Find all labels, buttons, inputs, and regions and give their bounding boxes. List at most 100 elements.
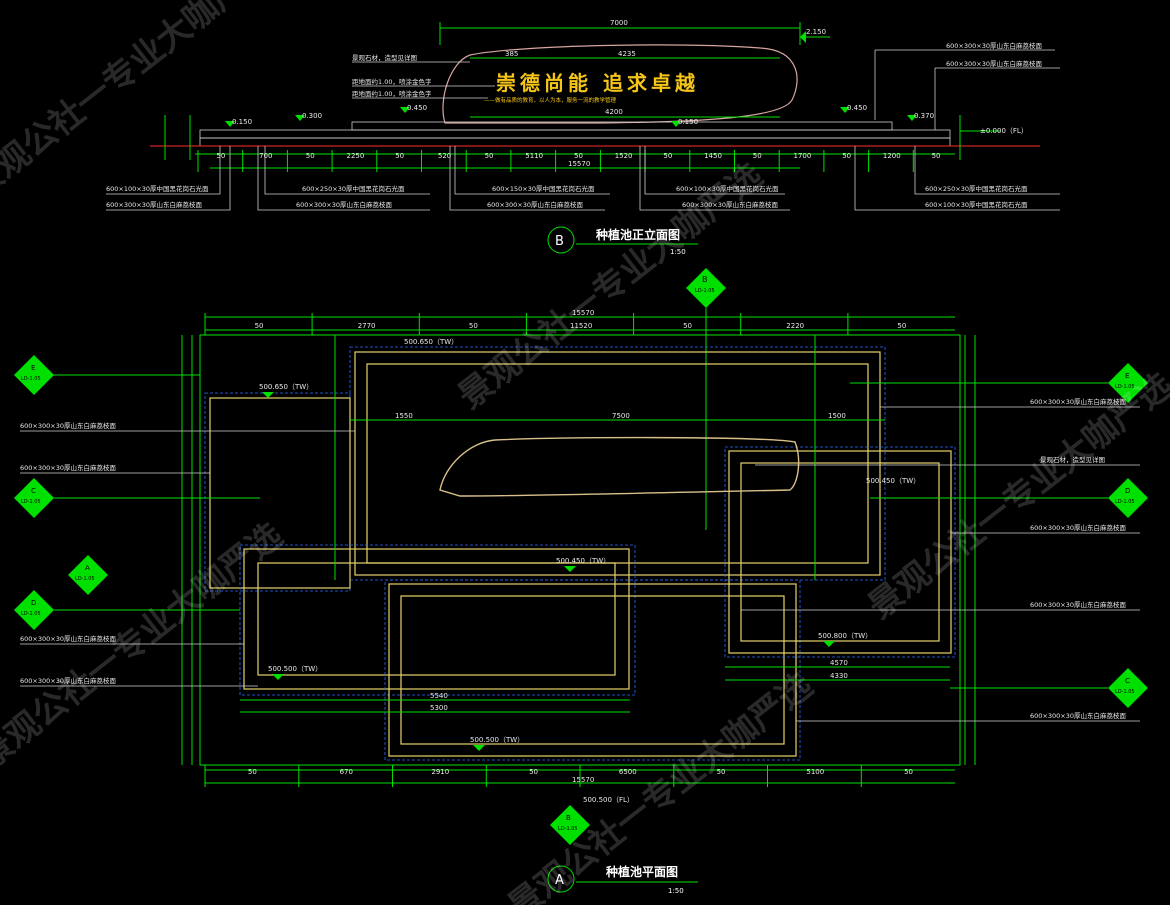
dim-label: 2250: [347, 152, 365, 160]
dim-label: 2770: [358, 322, 376, 330]
svg-text:600×300×30厚山东白麻荔枝面: 600×300×30厚山东白麻荔枝面: [106, 200, 202, 209]
svg-text:500.650（TW）: 500.650（TW）: [404, 338, 458, 346]
svg-text:600×250×30厚中国黑花岗石光面: 600×250×30厚中国黑花岗石光面: [302, 184, 405, 193]
elev-dim-1: 385: [505, 50, 518, 58]
svg-text:500.800（TW）: 500.800（TW）: [818, 632, 872, 640]
dim-label: 50: [683, 322, 692, 330]
svg-text:C: C: [1125, 677, 1130, 685]
plan-title: 种植池平面图: [605, 864, 678, 879]
dim-label: 50: [932, 152, 941, 160]
elevation-scale: 1:50: [670, 248, 686, 256]
svg-text:600×100×30厚中国黑花岗石光面: 600×100×30厚中国黑花岗石光面: [925, 200, 1028, 209]
left-pool: [209, 397, 351, 589]
svg-text:600×300×30厚山东白麻荔枝面: 600×300×30厚山东白麻荔枝面: [20, 634, 116, 643]
elevation-slogan-sub: ——做有品质的教育，以人为本，服务一流的教学管理: [484, 96, 617, 104]
svg-text:600×300×30厚山东白麻荔枝面: 600×300×30厚山东白麻荔枝面: [20, 421, 116, 430]
section-marker-d-left[interactable]: D LD-1.05: [14, 590, 240, 630]
elev-top-level: 2.150: [806, 28, 826, 36]
svg-text:LD-1.05: LD-1.05: [558, 826, 578, 832]
dim-label: 50: [306, 152, 315, 160]
section-marker-a-left[interactable]: A LD-1.05: [68, 555, 108, 595]
svg-text:1500: 1500: [828, 412, 846, 420]
plan-scale: 1:50: [668, 887, 684, 895]
svg-text:500.450（TW）: 500.450（TW）: [866, 477, 920, 485]
elevation-marker-circle: [547, 226, 575, 254]
bottom-pool: [388, 583, 797, 757]
section-marker-b-bottom[interactable]: B LD-1.05: [550, 805, 590, 845]
svg-text:600×300×30厚山东白麻荔枝面: 600×300×30厚山东白麻荔枝面: [1030, 523, 1126, 532]
svg-text:500.450（TW）: 500.450（TW）: [556, 557, 610, 565]
plan-top-total: 15570: [572, 309, 594, 317]
dim-label: 50: [717, 768, 726, 776]
elev-dim-2: 4235: [618, 50, 636, 58]
svg-text:D: D: [31, 599, 36, 607]
dim-label: 1450: [704, 152, 722, 160]
dim-label: 5110: [525, 152, 543, 160]
svg-text:LD-1.05: LD-1.05: [21, 376, 41, 382]
section-marker-d-right[interactable]: D LD-1.05: [870, 478, 1148, 518]
svg-text:4570: 4570: [830, 659, 848, 667]
elev-left-note-2: 距地面约1.00，喷涂金色字: [352, 77, 432, 86]
section-marker-e-right[interactable]: E LD-1.05: [850, 363, 1148, 403]
svg-text:600×150×30厚中国黑花岗石光面: 600×150×30厚中国黑花岗石光面: [492, 184, 595, 193]
dim-label: 50: [485, 152, 494, 160]
dim-label: 520: [438, 152, 451, 160]
svg-text:600×300×30厚山东白麻荔枝面: 600×300×30厚山东白麻荔枝面: [682, 200, 778, 209]
svg-text:B: B: [566, 814, 571, 822]
svg-text:500.500（TW）: 500.500（TW）: [268, 665, 322, 673]
section-marker-b-top[interactable]: B LD-1.05: [686, 268, 726, 308]
elev-dim-3: 4200: [605, 108, 623, 116]
dim-label: 50: [663, 152, 672, 160]
elevation-slogan: 崇德尚能 追求卓越: [496, 71, 699, 95]
dim-label: 50: [574, 152, 583, 160]
right-pool: [728, 450, 952, 654]
dim-label: 2220: [786, 322, 804, 330]
svg-text:5540: 5540: [430, 692, 448, 700]
plan-right-notes: 600×300×30厚山东白麻荔枝面 景观石材，造型见详图 600×300×30…: [741, 397, 1140, 722]
elevation-total-dim: 15570: [568, 160, 590, 168]
dim-label: 50: [897, 322, 906, 330]
section-marker-c-right[interactable]: C LD-1.05: [950, 668, 1148, 708]
elevation-title: 种植池正立面图: [595, 227, 680, 242]
elev-right-note-2: 600×300×30厚山东白麻荔枝面: [946, 59, 1042, 68]
plan-level-labels: 500.650（TW） 500.650（TW） 500.450（TW） 500.…: [259, 338, 920, 804]
svg-text:600×300×30厚山东白麻荔枝面: 600×300×30厚山东白麻荔枝面: [20, 463, 116, 472]
dim-label: 2910: [431, 768, 449, 776]
svg-text:1550: 1550: [395, 412, 413, 420]
svg-text:600×100×30厚中国黑花岗石光面: 600×100×30厚中国黑花岗石光面: [106, 184, 209, 193]
dim-label: 50: [255, 322, 264, 330]
svg-text:7500: 7500: [612, 412, 630, 420]
elev-right-note-1: 600×300×30厚山东白麻荔枝面: [946, 41, 1042, 50]
svg-text:0.150: 0.150: [678, 118, 698, 126]
svg-text:LD-1.05: LD-1.05: [1115, 499, 1135, 505]
elev-left-note-1: 景观石材，造型见详图: [352, 53, 417, 62]
plan-marker: A: [555, 873, 564, 888]
dim-label: 1700: [794, 152, 812, 160]
svg-text:600×300×30厚山东白麻荔枝面: 600×300×30厚山东白麻荔枝面: [1030, 397, 1126, 406]
dim-label: 50: [216, 152, 225, 160]
svg-text:景观石材，造型见详图: 景观石材，造型见详图: [1040, 455, 1105, 464]
dim-label: 6500: [619, 768, 637, 776]
elevation-bottom-notes: 600×100×30厚中国黑花岗石光面 600×300×30厚山东白麻荔枝面 6…: [106, 146, 1060, 211]
dim-label: 1520: [615, 152, 633, 160]
plan-landscape-stone: [439, 436, 800, 497]
svg-text:500.650（TW）: 500.650（TW）: [259, 383, 313, 391]
svg-text:600×300×30厚山东白麻荔枝面: 600×300×30厚山东白麻荔枝面: [296, 200, 392, 209]
dim-label: 50: [248, 768, 257, 776]
section-marker-c-left[interactable]: C LD-1.05: [14, 478, 260, 518]
plan-left-notes: 600×300×30厚山东白麻荔枝面 600×300×30厚山东白麻荔枝面 60…: [20, 421, 355, 687]
svg-text:E: E: [31, 364, 35, 372]
plan-bottom-total: 15570: [572, 776, 594, 784]
dim-label: 670: [340, 768, 353, 776]
section-marker-e-left[interactable]: E LD-1.05: [14, 355, 200, 395]
svg-text:C: C: [31, 487, 36, 495]
svg-text:600×300×30厚山东白麻荔枝面: 600×300×30厚山东白麻荔枝面: [20, 676, 116, 685]
svg-text:A: A: [85, 564, 90, 572]
